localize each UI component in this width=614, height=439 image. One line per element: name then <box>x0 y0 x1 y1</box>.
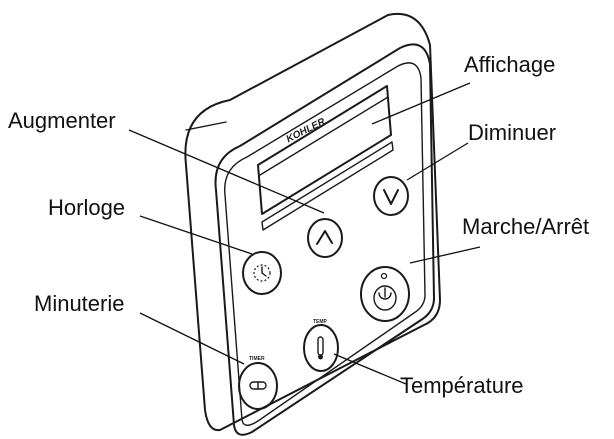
leader-timer <box>139 312 245 365</box>
device-inner-bevel <box>223 62 426 426</box>
display-slot <box>261 141 394 231</box>
leader-temperature <box>333 353 407 385</box>
temperature-button[interactable]: TEMP <box>303 319 339 372</box>
decrease-button[interactable] <box>373 176 409 216</box>
timer-button[interactable]: TIMER <box>238 356 278 410</box>
callout-labels: Affichage Augmenter Diminuer Horloge Mar… <box>8 52 589 398</box>
leader-display <box>371 82 471 125</box>
temp-caption: TEMP <box>313 319 328 325</box>
leader-increase <box>128 129 325 214</box>
timer-icon <box>249 381 267 390</box>
leader-lines <box>128 82 481 385</box>
label-clock: Horloge <box>48 195 125 220</box>
leader-decrease <box>406 142 469 181</box>
label-increase: Augmenter <box>8 108 116 133</box>
label-power: Marche/Arrêt <box>462 214 589 239</box>
leader-clock <box>139 215 253 255</box>
device-front-face <box>214 43 435 436</box>
chevron-up-icon <box>316 230 333 245</box>
label-temperature: Température <box>400 373 524 398</box>
thermometer-icon <box>317 336 324 360</box>
display-inner-line <box>259 96 389 176</box>
control-panel-device: KOHLER <box>184 12 441 436</box>
power-button[interactable] <box>360 266 410 322</box>
display-screen <box>257 85 392 215</box>
device-edge-line <box>185 121 227 131</box>
timer-caption: TIMER <box>249 356 265 362</box>
increase-button[interactable] <box>307 218 343 258</box>
clock-button[interactable] <box>242 251 282 295</box>
power-icon <box>378 272 392 300</box>
label-display: Affichage <box>464 52 555 77</box>
leader-power <box>409 246 481 264</box>
label-decrease: Diminuer <box>468 120 556 145</box>
clock-icon <box>253 264 271 282</box>
chevron-down-icon <box>383 189 399 205</box>
device-side-outline <box>184 12 441 432</box>
label-timer: Minuterie <box>34 291 124 316</box>
